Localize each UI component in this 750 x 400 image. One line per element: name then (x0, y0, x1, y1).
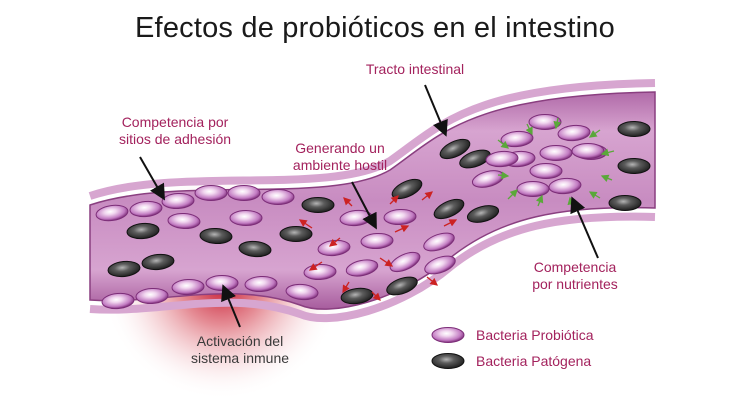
hostile-arrow (421, 191, 434, 201)
hostile-arrow (394, 225, 410, 233)
hostile-arrow (426, 276, 439, 286)
nutrient-arrow (525, 123, 533, 136)
label-nutrients: Competencia por nutrientes (532, 259, 618, 292)
pathogen-bacterium (107, 260, 141, 278)
probiotic-bacterium (194, 185, 228, 201)
probiotic-bacterium-icon (431, 327, 465, 343)
probiotic-bacterium (424, 255, 456, 275)
hostile-arrow (389, 195, 399, 205)
hostile-arrow (379, 257, 394, 267)
probiotic-bacterium (261, 189, 295, 205)
pathogen-bacterium (617, 158, 651, 174)
pathogen-bacterium-icon (431, 353, 465, 369)
probiotic-bacterium (229, 210, 263, 226)
pathogen-bacterium (126, 222, 160, 240)
hostile-arrow (343, 197, 353, 207)
hostile-arrow (371, 291, 381, 301)
tube-top-wall (88, 79, 656, 200)
probiotic-bacterium (516, 181, 550, 197)
probiotic-bacterium (205, 275, 239, 291)
pathogen-bacterium (439, 138, 471, 160)
nutrient-arrow (600, 148, 615, 157)
nutrient-arrow (600, 174, 613, 183)
probiotic-bacterium (101, 292, 135, 310)
tract-callout-arrow (424, 84, 448, 137)
hostile-arrow (342, 281, 350, 294)
probiotic-bacterium (167, 212, 201, 230)
pathogen-bacterium (608, 195, 642, 211)
legend-pathogen-label: Bacteria Patógena (476, 353, 592, 369)
probiotic-bacterium (227, 185, 261, 201)
probiotic-bacterium (345, 259, 379, 277)
tube-bottom-wall (89, 212, 656, 323)
probiotic-bacterium (389, 251, 421, 273)
legend-probiotic-label: Bacteria Probiótica (476, 327, 594, 343)
label-immune: Activación del sistema inmune (190, 333, 290, 366)
hostile-arrow (443, 219, 458, 227)
pathogen-bacterium (386, 276, 418, 296)
nutrients-callout-arrow (570, 196, 599, 259)
pathogen-bacterium (141, 253, 175, 271)
pathogen-bacterium (199, 227, 233, 245)
probiotic-bacterium (161, 192, 195, 210)
pathogen-bacterium (466, 205, 500, 223)
label-hostile: Generando un ambiente hostil (292, 140, 388, 173)
nutrient-arrow (507, 189, 518, 200)
adhesion-callout-arrow (139, 156, 165, 201)
nutrient-arrow (535, 194, 544, 207)
label-adhesion: Competencia por sitios de adhesión (118, 114, 232, 147)
pathogen-bacterium (459, 149, 491, 169)
probiotic-bacterium (500, 130, 534, 148)
pathogen-bacterium (617, 121, 651, 137)
nutrient-arrow (588, 129, 601, 138)
probiotic-bacterium (571, 143, 605, 159)
probiotic-bacterium (129, 200, 163, 218)
probiotic-bacterium (485, 150, 519, 168)
immune-callout-arrow (221, 284, 241, 328)
label-tract: Tracto intestinal (365, 61, 465, 77)
diagram-title: Efectos de probióticos en el intestino (135, 12, 615, 44)
probiotic-bacterium (285, 283, 319, 301)
hostile-arrow (308, 261, 323, 271)
probiotic-bacterium (244, 275, 278, 293)
pathogen-bacterium (301, 197, 335, 213)
probiotic-bacterium (95, 204, 129, 222)
hostile-arrow (298, 219, 313, 229)
pathogen-bacterium (279, 226, 313, 242)
probiotic-bacterium (360, 232, 394, 250)
probiotic-bacterium (171, 278, 205, 296)
legend-pathogen: Bacteria Patógena (430, 352, 591, 370)
pathogen-bacterium (433, 198, 465, 220)
probiotic-bacterium (383, 208, 417, 226)
probiotic-bacterium (539, 145, 573, 161)
probiotic-bacterium (135, 287, 169, 305)
hostile-callout-arrow (351, 181, 377, 230)
probiotic-bacterium (548, 177, 582, 195)
probiotic-bacterium (423, 232, 455, 252)
nutrient-arrow (553, 117, 562, 130)
legend-probiotic: Bacteria Probiótica (430, 326, 594, 344)
nutrient-arrow (497, 139, 510, 149)
hostile-arrow (328, 237, 341, 247)
pathogen-bacterium (238, 240, 272, 258)
nutrient-arrow (497, 171, 510, 180)
probiotic-bacterium (529, 163, 563, 179)
nutrient-arrow (588, 191, 601, 199)
